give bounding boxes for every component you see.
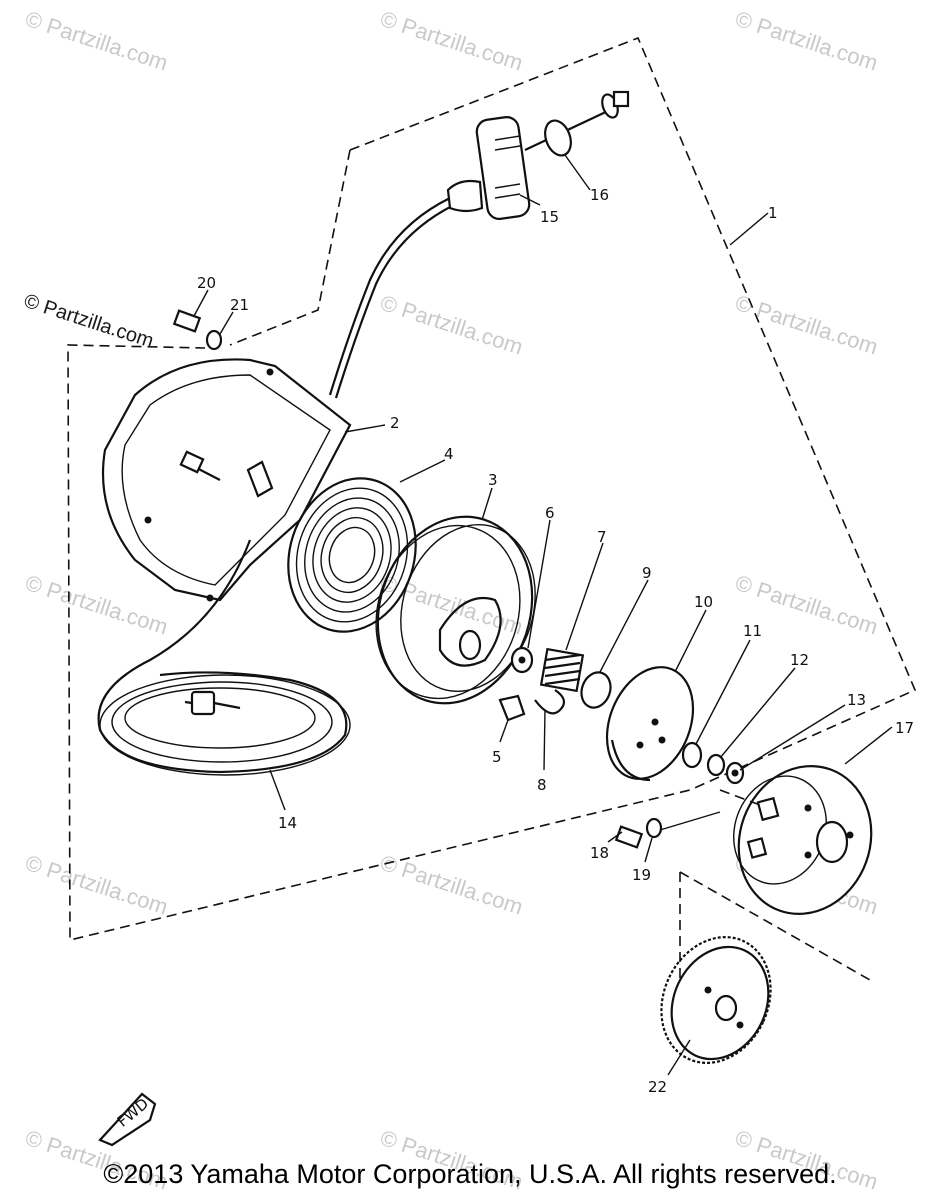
bolts-and-washers — [172, 309, 721, 849]
part-label-18: 18 — [590, 844, 609, 862]
drive-gear — [660, 936, 772, 1064]
part-label-9: 9 — [642, 564, 652, 582]
part-label-22: 22 — [648, 1078, 667, 1096]
part-label-4: 4 — [444, 445, 454, 463]
part-label-6: 6 — [545, 504, 555, 522]
rope-coil — [97, 539, 351, 776]
part-label-11: 11 — [743, 622, 762, 640]
part-label-8: 8 — [537, 776, 547, 794]
part-label-5: 5 — [492, 748, 502, 766]
part-label-13: 13 — [847, 691, 866, 709]
copyright-notice: ©2013 Yamaha Motor Corporation, U.S.A. A… — [103, 1159, 837, 1189]
part-label-7: 7 — [597, 528, 607, 546]
rope-pulley — [375, 515, 536, 705]
pawl-and-springs — [498, 646, 612, 722]
part-label-2: 2 — [390, 414, 400, 432]
part-label-1: 1 — [768, 204, 778, 222]
part-label-3: 3 — [488, 471, 498, 489]
part-label-21: 21 — [230, 296, 249, 314]
part-label-16: 16 — [590, 186, 609, 204]
leader-lines — [193, 154, 893, 1076]
assembly-boundary — [67, 36, 917, 985]
forward-direction-arrow: FWD — [98, 1092, 157, 1147]
part-label-17: 17 — [895, 719, 914, 737]
drive-plate-and-washers — [605, 666, 745, 785]
starter-pulley-cup — [719, 764, 873, 916]
spiral-spring — [287, 477, 417, 633]
starter-rope-and-handle — [328, 90, 630, 399]
part-label-20: 20 — [197, 274, 216, 292]
part-number-labels: 1 2 3 4 5 6 7 8 9 10 11 12 13 14 15 16 1… — [197, 186, 914, 1096]
starter-case — [101, 358, 352, 602]
part-label-19: 19 — [632, 866, 651, 884]
part-label-12: 12 — [790, 651, 809, 669]
part-label-15: 15 — [540, 208, 559, 226]
part-label-14: 14 — [278, 814, 297, 832]
part-label-10: 10 — [694, 593, 713, 611]
